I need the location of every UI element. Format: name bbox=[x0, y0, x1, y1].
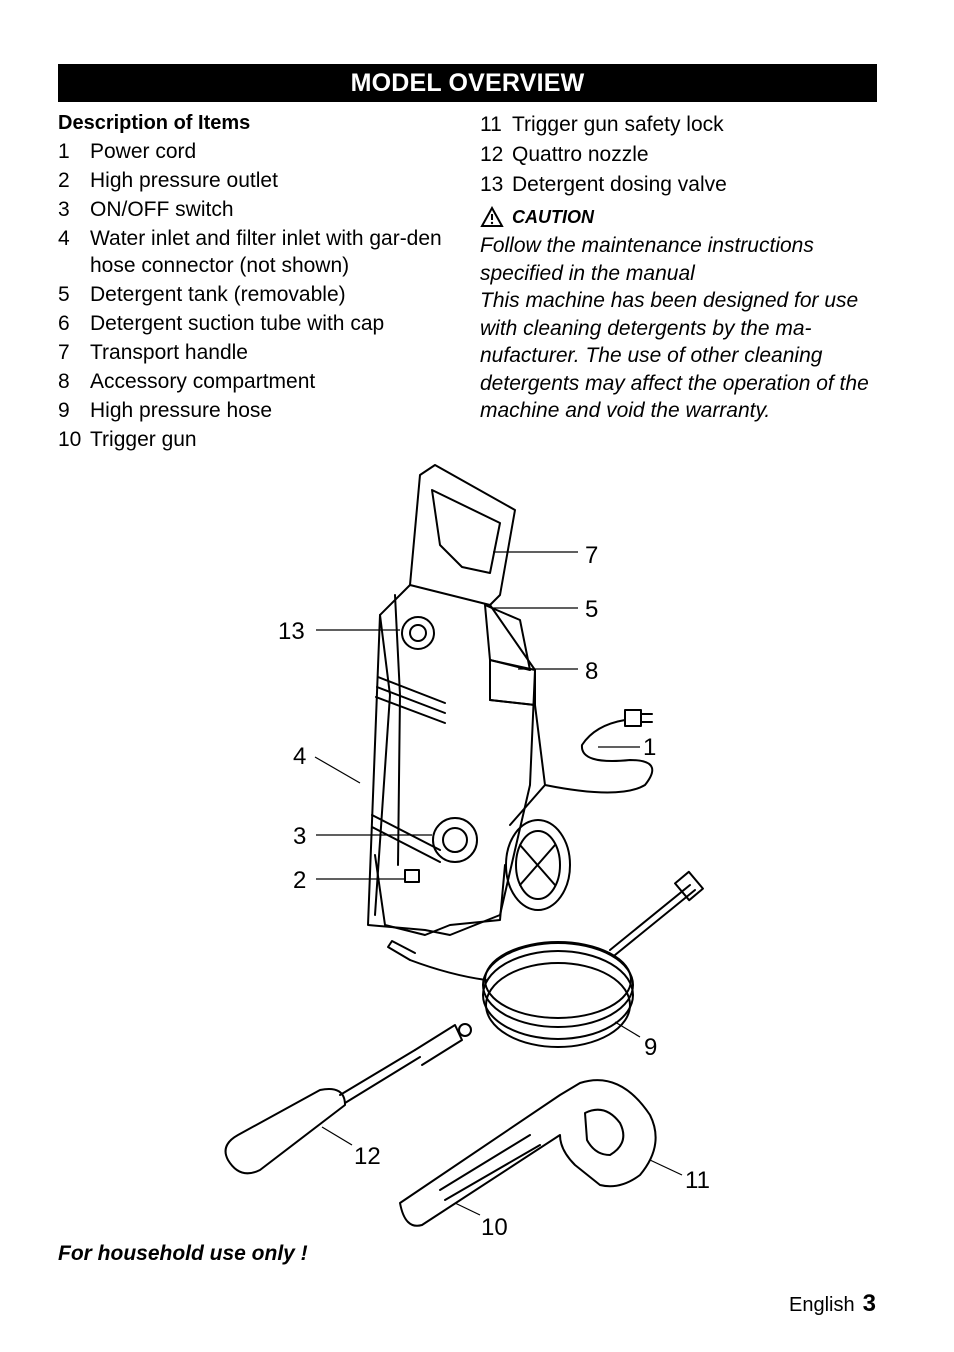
list-item: 13 Detergent dosing valve bbox=[480, 170, 880, 200]
caution-text-detergents: This machine has been designed for use w… bbox=[480, 289, 869, 422]
item-number: 12 bbox=[480, 143, 504, 166]
callout-4: 4 bbox=[293, 743, 306, 770]
list-item: 4 Water inlet and filter inlet with gar-d… bbox=[58, 224, 448, 280]
list-item: 5 Detergent tank (removable) bbox=[58, 280, 448, 309]
list-item: 8 Accessory compartment bbox=[58, 367, 448, 396]
pressure-washer-illustration-icon: 7 5 13 8 1 4 3 2 9 12 11 10 bbox=[224, 464, 710, 1241]
list-item: 9 High pressure hose bbox=[58, 396, 448, 425]
item-text: Trigger gun safety lock bbox=[512, 113, 724, 136]
list-item: 6 Detergent suction tube with cap bbox=[58, 309, 448, 338]
household-use-note: For household use only ! bbox=[58, 1242, 308, 1265]
diagram-callouts: 7 5 13 8 1 4 3 2 9 12 11 10 bbox=[278, 542, 710, 1241]
item-number: 8 bbox=[58, 370, 70, 393]
list-item: 11 Trigger gun safety lock bbox=[480, 110, 880, 140]
language-label: English bbox=[789, 1294, 855, 1316]
warning-triangle-icon bbox=[480, 206, 504, 227]
callout-12: 12 bbox=[354, 1143, 381, 1170]
item-text: High pressure hose bbox=[90, 399, 273, 422]
callout-9: 9 bbox=[644, 1034, 657, 1061]
list-item: 7 Transport handle bbox=[58, 338, 448, 367]
item-text: ON/OFF switch bbox=[90, 198, 234, 221]
callout-2: 2 bbox=[293, 867, 306, 894]
item-text: Detergent suction tube with cap bbox=[90, 312, 385, 335]
description-heading: Description of Items bbox=[58, 112, 251, 134]
item-number: 10 bbox=[58, 428, 82, 451]
list-item: 12 Quattro nozzle bbox=[480, 140, 880, 170]
callout-10: 10 bbox=[481, 1214, 508, 1241]
item-number: 9 bbox=[58, 399, 70, 422]
section-title: MODEL OVERVIEW bbox=[350, 68, 585, 97]
item-number: 1 bbox=[58, 140, 70, 163]
item-text: Detergent tank (removable) bbox=[90, 283, 346, 306]
item-text: Detergent dosing valve bbox=[512, 173, 727, 196]
item-text: Water inlet and filter inlet with gar-de… bbox=[90, 227, 442, 277]
page-number: 3 bbox=[862, 1290, 876, 1317]
caution-heading: CAUTION bbox=[480, 202, 880, 232]
list-item: 2 High pressure outlet bbox=[58, 166, 448, 195]
item-text: Transport handle bbox=[90, 341, 248, 364]
callout-5: 5 bbox=[585, 596, 598, 623]
item-number: 5 bbox=[58, 283, 70, 306]
callout-7: 7 bbox=[585, 542, 598, 569]
list-item: 3 ON/OFF switch bbox=[58, 195, 448, 224]
callout-1: 1 bbox=[643, 734, 656, 761]
item-number: 7 bbox=[58, 341, 70, 364]
list-item: 1 Power cord bbox=[58, 137, 448, 166]
item-text: Accessory compartment bbox=[90, 370, 316, 393]
item-number: 13 bbox=[480, 173, 504, 196]
model-diagram: 7 5 13 8 1 4 3 2 9 12 11 10 bbox=[200, 455, 740, 1245]
callout-3: 3 bbox=[293, 823, 306, 850]
item-number: 2 bbox=[58, 169, 70, 192]
item-number: 11 bbox=[480, 113, 502, 136]
item-number: 6 bbox=[58, 312, 70, 335]
section-title-bar: MODEL OVERVIEW bbox=[58, 64, 877, 102]
caution-label: CAUTION bbox=[512, 206, 594, 227]
item-text: Power cord bbox=[90, 140, 197, 163]
item-number: 3 bbox=[58, 198, 70, 221]
callout-13: 13 bbox=[278, 618, 305, 645]
item-text: High pressure outlet bbox=[90, 169, 278, 192]
callout-8: 8 bbox=[585, 658, 598, 685]
description-column-right: 11 Trigger gun safety lock 12 Quattro nozz… bbox=[480, 110, 880, 425]
item-text: Quattro nozzle bbox=[512, 143, 649, 166]
caution-text-maintenance: Follow the maintenance instructions spec… bbox=[480, 234, 814, 285]
item-text: Trigger gun bbox=[90, 428, 197, 451]
item-number: 4 bbox=[58, 227, 70, 250]
page-footer: English 3 bbox=[789, 1290, 876, 1318]
list-item: 10 Trigger gun bbox=[58, 425, 448, 454]
callout-11: 11 bbox=[685, 1167, 710, 1194]
